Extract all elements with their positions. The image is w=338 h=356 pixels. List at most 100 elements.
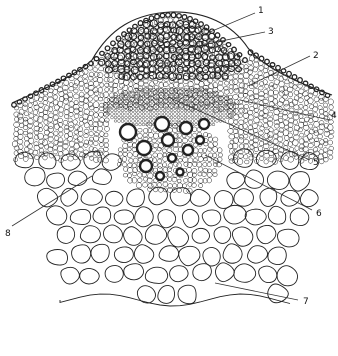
- cell: [78, 147, 83, 152]
- cell: [54, 124, 59, 130]
- cell: [170, 120, 173, 122]
- cell: [145, 267, 167, 283]
- cell: [254, 108, 258, 112]
- cell: [263, 118, 268, 122]
- cell: [121, 113, 124, 116]
- cell: [269, 75, 275, 81]
- cell: [244, 104, 249, 108]
- cell: [99, 67, 104, 71]
- cell: [147, 122, 152, 127]
- cell: [23, 126, 27, 130]
- cell: [182, 184, 186, 188]
- cell: [131, 67, 138, 74]
- epidermis-cell: [111, 41, 116, 46]
- cell: [79, 86, 84, 91]
- epidermis-cell: [243, 58, 248, 63]
- cell: [93, 81, 99, 86]
- cell: [136, 183, 141, 189]
- cell: [293, 85, 297, 89]
- cell: [68, 118, 72, 122]
- cell: [230, 106, 233, 109]
- cell: [264, 94, 268, 98]
- cell: [49, 103, 54, 107]
- cell: [290, 138, 294, 142]
- cell: [268, 284, 289, 303]
- cell: [174, 109, 177, 112]
- cell: [168, 163, 173, 168]
- cell: [114, 247, 133, 263]
- cell: [158, 286, 175, 304]
- epidermis-cell: [276, 66, 281, 71]
- epidermis-cell: [23, 97, 28, 101]
- cell: [53, 150, 58, 154]
- cell: [174, 120, 177, 122]
- cell: [300, 190, 318, 207]
- cell: [58, 118, 63, 122]
- cell: [153, 116, 156, 119]
- cell: [226, 113, 229, 116]
- cell: [89, 147, 94, 152]
- cell: [99, 59, 105, 65]
- cell: [103, 92, 109, 97]
- cell: [159, 246, 179, 262]
- cell: [89, 111, 93, 116]
- cell: [145, 225, 166, 244]
- cell: [243, 84, 248, 89]
- cell: [170, 106, 173, 109]
- cell: [198, 167, 203, 172]
- cell: [59, 112, 63, 117]
- xylem-vessel: [155, 117, 169, 131]
- cell: [268, 247, 286, 265]
- cell: [288, 98, 293, 102]
- cell: [239, 120, 244, 125]
- cell: [127, 153, 132, 158]
- epidermis-cell: [215, 33, 220, 38]
- cell: [268, 112, 273, 116]
- cell: [135, 123, 138, 125]
- cell: [144, 83, 149, 87]
- cell: [78, 77, 83, 82]
- cell: [323, 148, 328, 152]
- cell: [243, 155, 248, 159]
- cell: [121, 116, 124, 118]
- cell: [127, 168, 132, 173]
- cell: [149, 123, 152, 126]
- cell: [248, 110, 253, 115]
- cell: [313, 107, 318, 112]
- cell: [294, 155, 298, 159]
- cell: [104, 113, 107, 116]
- cell: [74, 94, 80, 99]
- cell: [167, 172, 172, 177]
- xylem-vessel: [168, 154, 176, 162]
- cell: [191, 120, 194, 123]
- cell: [144, 61, 150, 67]
- cell: [184, 109, 187, 112]
- cell: [92, 169, 111, 185]
- epidermis-cell: [155, 14, 160, 19]
- cell: [259, 266, 277, 283]
- cell: [295, 146, 299, 151]
- epidermis-cell: [303, 81, 308, 85]
- cell: [209, 109, 212, 112]
- cell: [177, 152, 182, 157]
- cell: [168, 227, 189, 247]
- cell: [224, 86, 228, 90]
- label-5: 5: [313, 158, 319, 168]
- cell: [135, 120, 138, 123]
- cell: [283, 86, 287, 90]
- cell: [146, 113, 149, 116]
- cell: [177, 66, 183, 72]
- cell: [313, 127, 318, 132]
- cell: [202, 99, 205, 102]
- cell: [17, 113, 23, 119]
- cell: [308, 143, 313, 147]
- cell: [288, 113, 293, 118]
- cell: [328, 140, 333, 145]
- cell: [228, 129, 234, 134]
- cell: [68, 136, 73, 141]
- epidermis-cell: [12, 103, 17, 108]
- cell: [172, 184, 177, 188]
- cell: [44, 106, 49, 111]
- label-6: 6: [316, 209, 322, 219]
- cell: [184, 106, 187, 109]
